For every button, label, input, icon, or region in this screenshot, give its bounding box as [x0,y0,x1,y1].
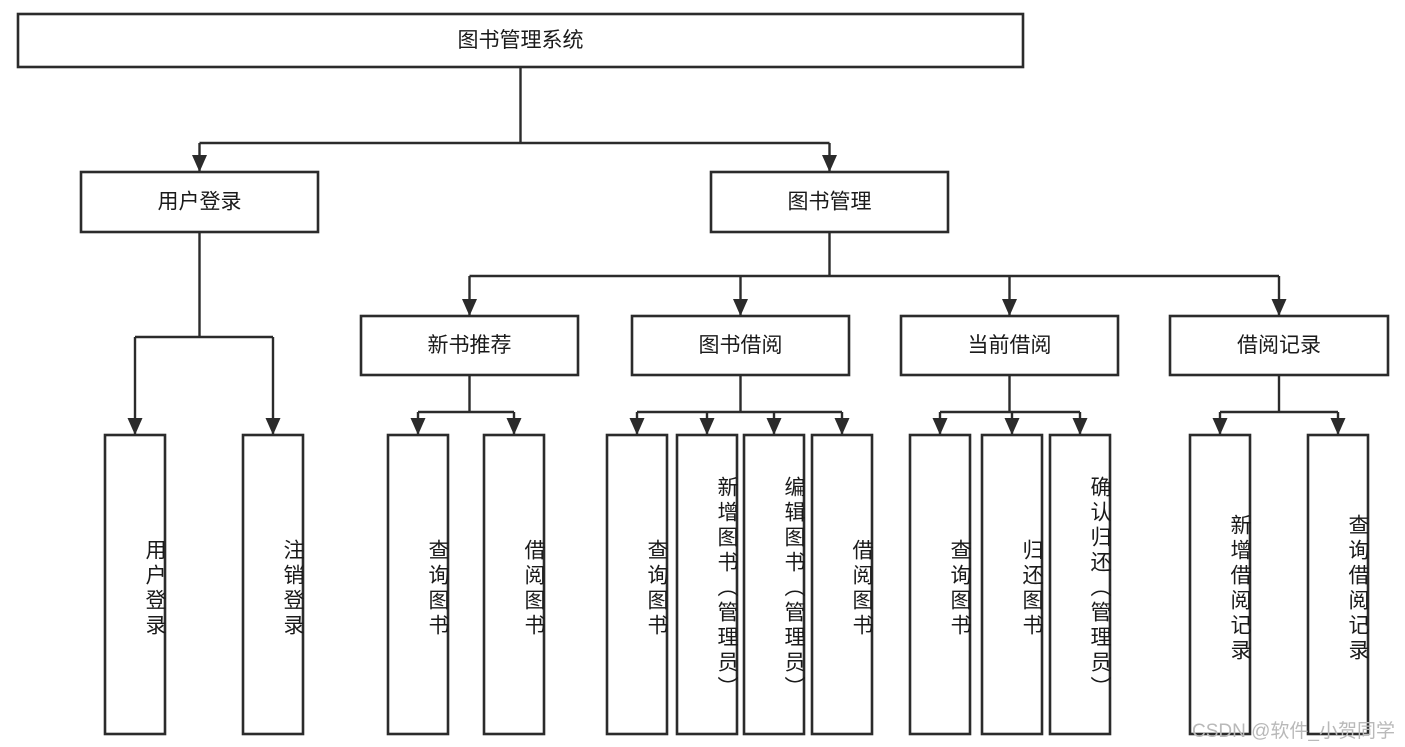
node-box-level3-3[interactable] [1168,314,1390,377]
arrow-head-icon [506,418,522,435]
node-box-leaf-4[interactable] [605,433,669,736]
node-box-leaf-12[interactable] [1306,433,1370,736]
node-box-leaf-5[interactable] [675,433,739,736]
node-label-level2-1: 图书管理 [788,191,872,214]
node-box-level2-1[interactable] [709,170,950,234]
node-box-leaf-1[interactable] [241,433,305,736]
node-box-level3-2[interactable] [899,314,1120,377]
arrow-head-icon [462,299,477,316]
node-box-leaf-10[interactable] [1048,433,1112,736]
arrow-head-icon [192,155,207,172]
node-box-level2-0[interactable] [79,170,320,234]
watermark-text: CSDN @软件_小贺同学 [1192,721,1395,742]
arrow-head-icon [1212,418,1228,435]
node-label-level3-3: 借阅记录 [1237,334,1321,357]
arrow-head-icon [265,418,281,435]
node-label-level3-2: 当前借阅 [968,334,1052,357]
node-box-leaf-9[interactable] [980,433,1044,736]
node-box-leaf-7[interactable] [810,433,874,736]
node-box-leaf-11[interactable] [1188,433,1252,736]
node-box-leaf-6[interactable] [742,433,806,736]
arrow-head-icon [932,418,948,435]
connectors-layer [127,67,1346,435]
arrow-head-icon [822,155,837,172]
arrow-head-icon [1271,299,1287,316]
node-box-leaf-2[interactable] [386,433,450,736]
node-box-level3-1[interactable] [630,314,851,377]
arrow-head-icon [1004,418,1020,435]
node-box-leaf-0[interactable] [103,433,167,736]
arrow-head-icon [1330,418,1346,435]
node-box-root[interactable] [16,12,1025,69]
arrow-head-icon [699,418,715,435]
node-box-level3-0[interactable] [359,314,580,377]
arrow-head-icon [834,418,850,435]
node-label-level3-1: 图书借阅 [699,334,783,357]
node-label-level3-0: 新书推荐 [428,334,512,357]
node-box-leaf-3[interactable] [482,433,546,736]
arrow-head-icon [733,299,748,316]
node-label-root: 图书管理系统 [458,29,584,52]
arrow-head-icon [766,418,782,435]
arrow-head-icon [127,418,143,435]
boxes-layer [16,12,1390,736]
arrow-head-icon [1002,299,1017,316]
arrow-head-icon [629,418,645,435]
arrow-head-icon [1072,418,1088,435]
node-box-leaf-8[interactable] [908,433,972,736]
node-label-level2-0: 用户登录 [158,191,242,214]
arrow-head-icon [410,418,426,435]
